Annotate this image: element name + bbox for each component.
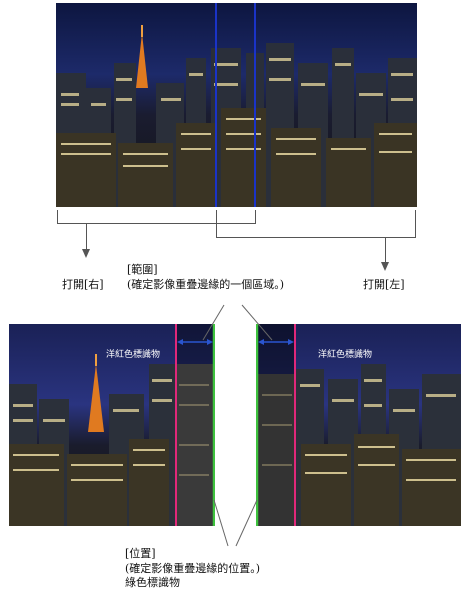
top-cityscape-image bbox=[56, 3, 417, 207]
green-marker-label: 綠色標識物 bbox=[125, 576, 180, 589]
open-right-label: 打開[右] bbox=[62, 278, 104, 291]
magenta-marker-label-right: 洋紅色標識物 bbox=[318, 350, 373, 360]
bracket-left-drop bbox=[86, 223, 87, 250]
magenta-marker-label-left: 洋紅色標識物 bbox=[106, 350, 161, 360]
cityscape-graphic bbox=[56, 3, 417, 207]
position-description: (確定影像重疊邊緣的位置。) bbox=[125, 562, 261, 575]
bracket-right-vertical-start bbox=[216, 210, 217, 238]
arrow-down-left bbox=[82, 249, 90, 258]
cityscape-left-graphic bbox=[9, 324, 215, 526]
position-title: [位置] bbox=[125, 547, 156, 560]
range-title: [範圍] bbox=[127, 263, 158, 276]
arrow-down-right bbox=[381, 262, 389, 271]
bracket-right-vertical-end bbox=[415, 210, 416, 238]
bracket-right-horizontal bbox=[216, 237, 416, 238]
bracket-left-vertical-start bbox=[57, 210, 58, 224]
bottom-left-image bbox=[9, 324, 215, 526]
bottom-right-image bbox=[256, 324, 461, 526]
bracket-left-horizontal bbox=[57, 223, 256, 224]
cityscape-right-graphic bbox=[256, 324, 461, 526]
open-left-label: 打開[左] bbox=[363, 278, 405, 291]
bracket-right-drop bbox=[385, 237, 386, 263]
bracket-left-vertical-end bbox=[255, 210, 256, 224]
range-description: (確定影像重疊邊緣的一個區域。) bbox=[127, 278, 285, 291]
